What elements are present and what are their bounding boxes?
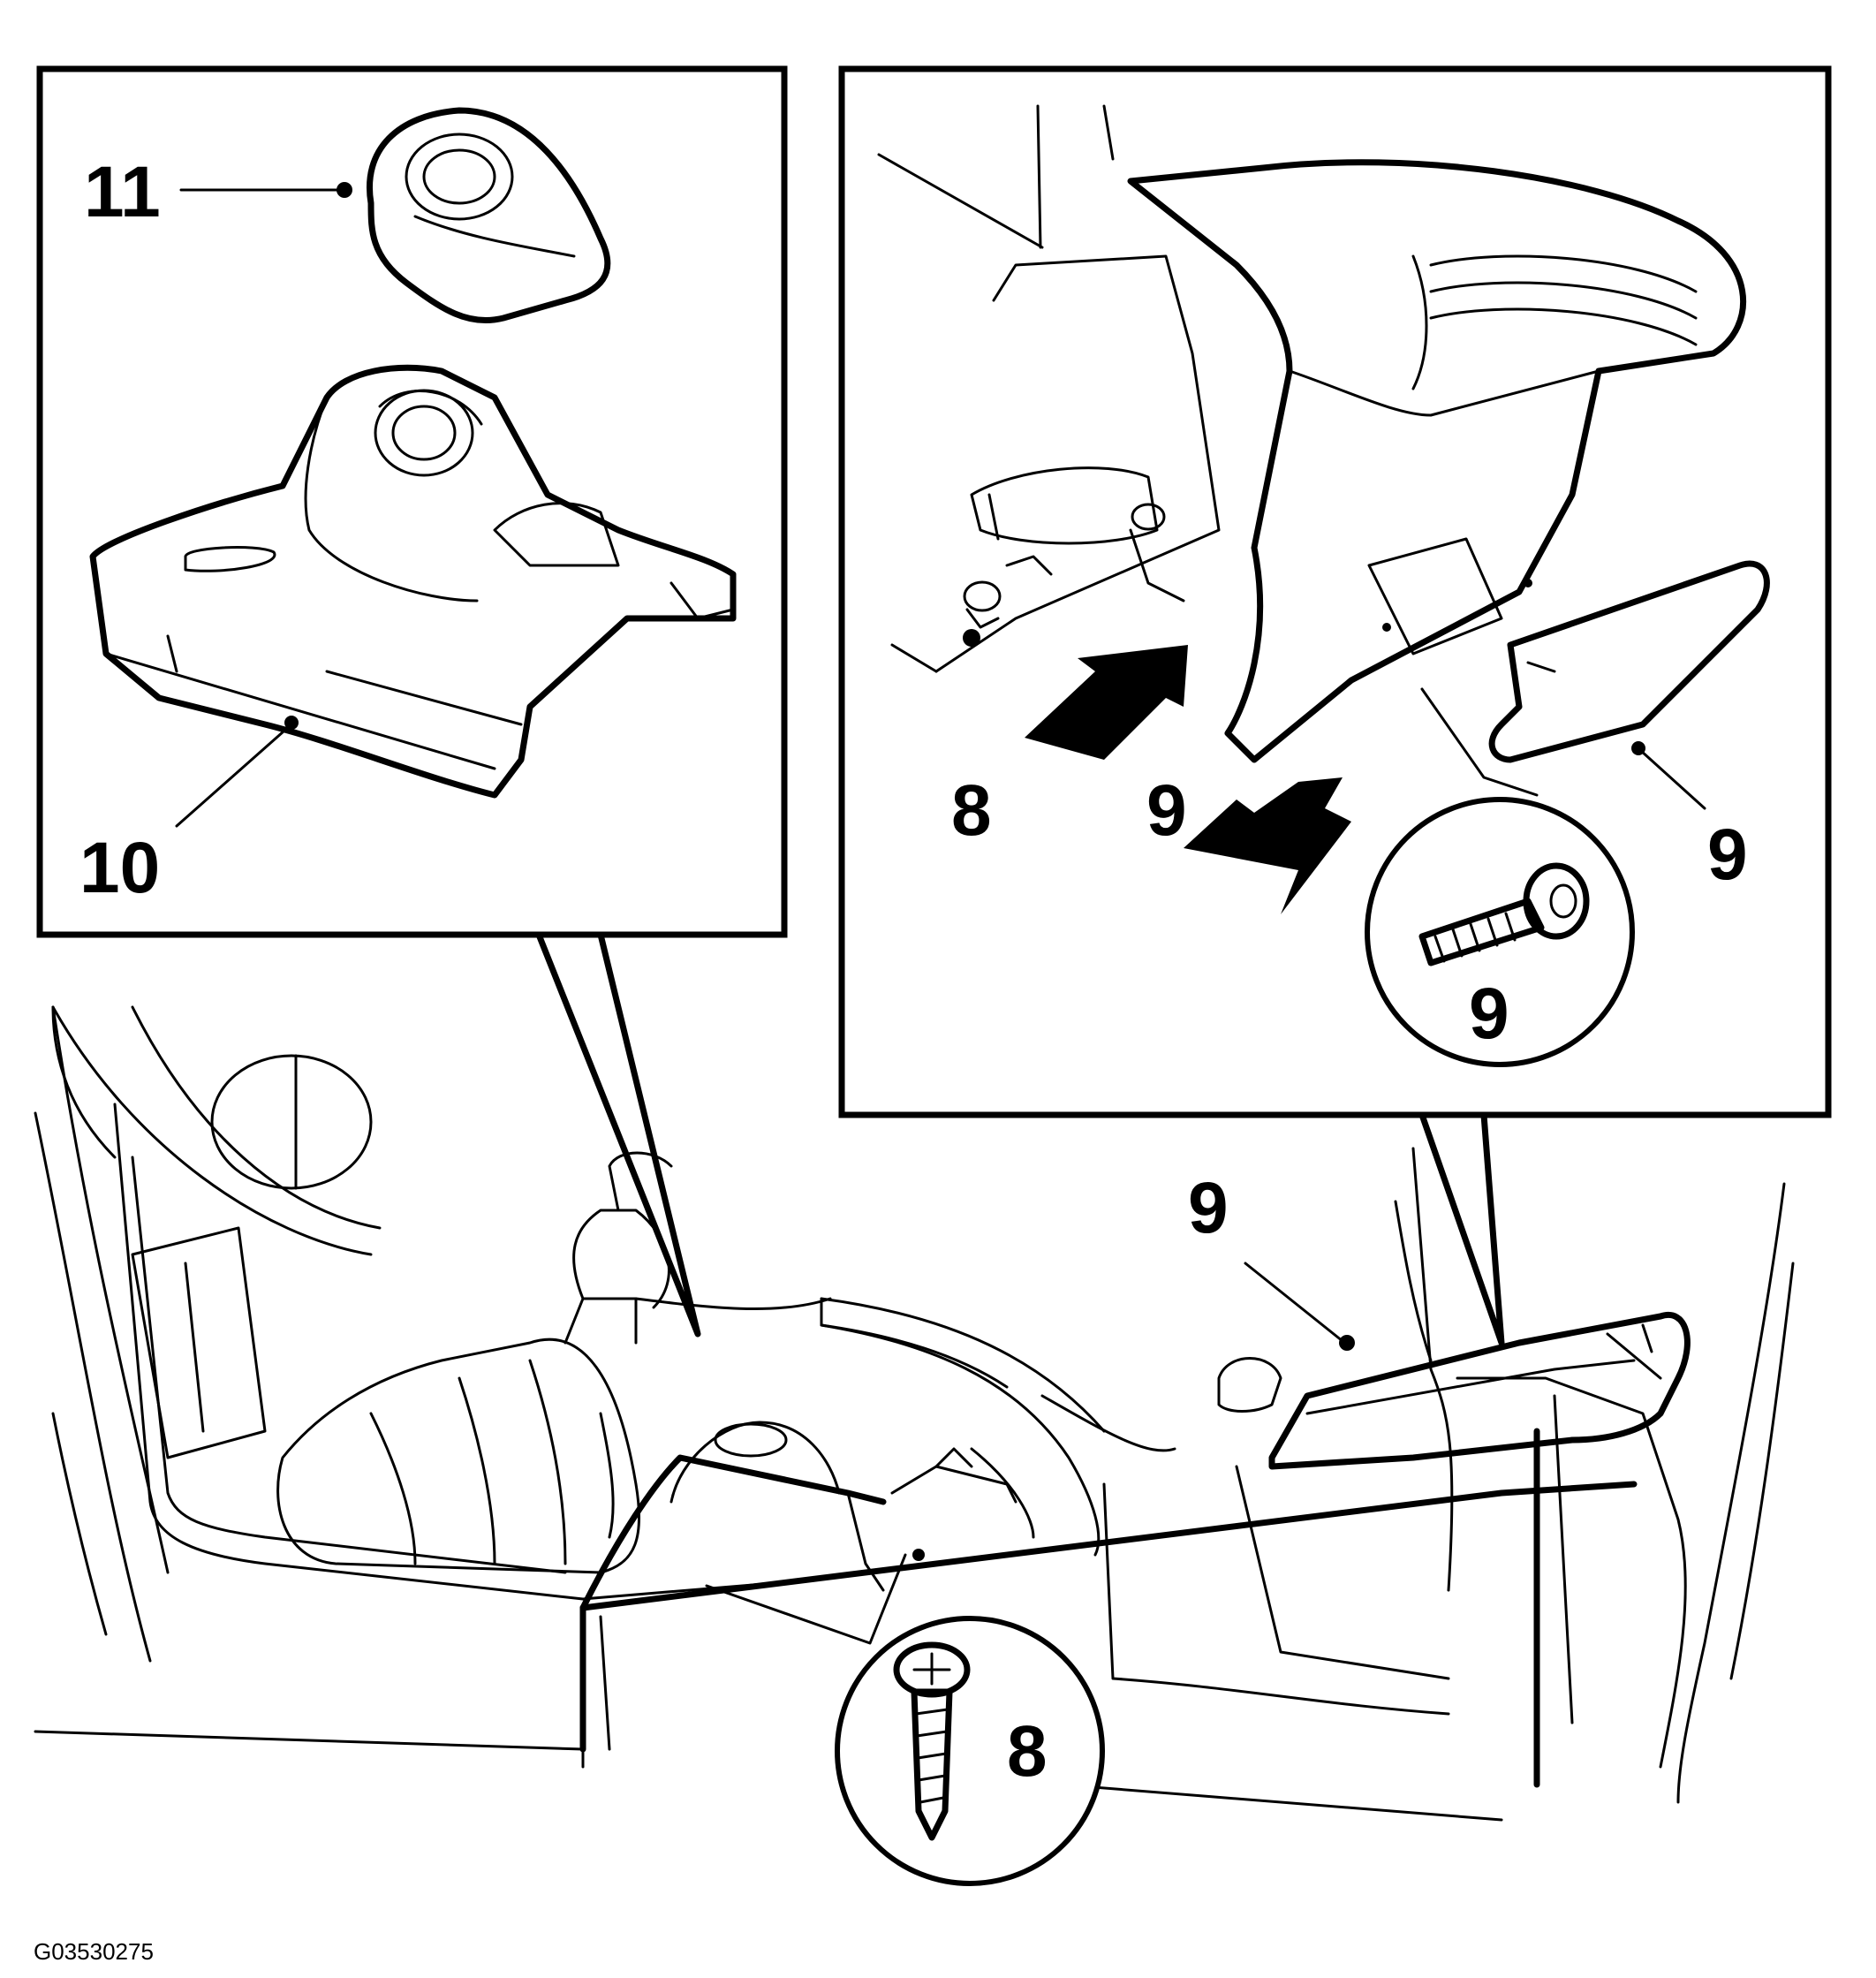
callout-11: 11 xyxy=(84,152,161,232)
main-callouts: 9 8 xyxy=(705,1168,1355,1886)
callout-8-inset: 8 xyxy=(951,770,992,851)
screw-icon xyxy=(893,1641,971,1841)
leader-9-main-dot xyxy=(1339,1335,1355,1351)
leader-11-dot xyxy=(337,182,352,198)
part-9-side-cover xyxy=(1488,560,1770,763)
leader-8-main-dot xyxy=(912,1549,925,1561)
leader-8-dot xyxy=(963,629,980,647)
callout-9-inset-mid: 9 xyxy=(1146,770,1187,851)
part-10-console-cover xyxy=(89,364,737,799)
main-scene xyxy=(34,1005,1795,1822)
detail-screw-8: 8 xyxy=(835,1616,1105,1886)
callout-9-main: 9 xyxy=(1188,1168,1229,1248)
part-9-armrest xyxy=(1127,159,1747,763)
leader-9-main xyxy=(1244,1262,1344,1343)
part-8-bolt-inset xyxy=(963,503,1166,629)
part-11-gear-trim xyxy=(367,107,611,324)
callout-9-inset-right: 9 xyxy=(1707,815,1748,895)
leader-9-right xyxy=(1639,749,1706,810)
callout-9-detail: 9 xyxy=(1469,974,1509,1054)
inset-pointers xyxy=(535,931,1505,1346)
inset-console-cover: 11 10 xyxy=(36,65,788,938)
leader-9-right-dot xyxy=(1631,741,1645,755)
leader-10 xyxy=(175,723,293,828)
callout-10: 10 xyxy=(79,828,160,908)
figure-id: G03530275 xyxy=(34,1938,154,1965)
callout-8-detail: 8 xyxy=(1007,1711,1048,1792)
arrow-left-icon xyxy=(1025,645,1188,760)
leader-10-dot xyxy=(284,716,299,730)
detail-screw-9: 9 xyxy=(1365,797,1635,1067)
arrow-down-icon xyxy=(1184,777,1351,914)
screw-icon xyxy=(1418,862,1590,966)
inset-armrest: 9 8 9 9 xyxy=(838,65,1832,1118)
